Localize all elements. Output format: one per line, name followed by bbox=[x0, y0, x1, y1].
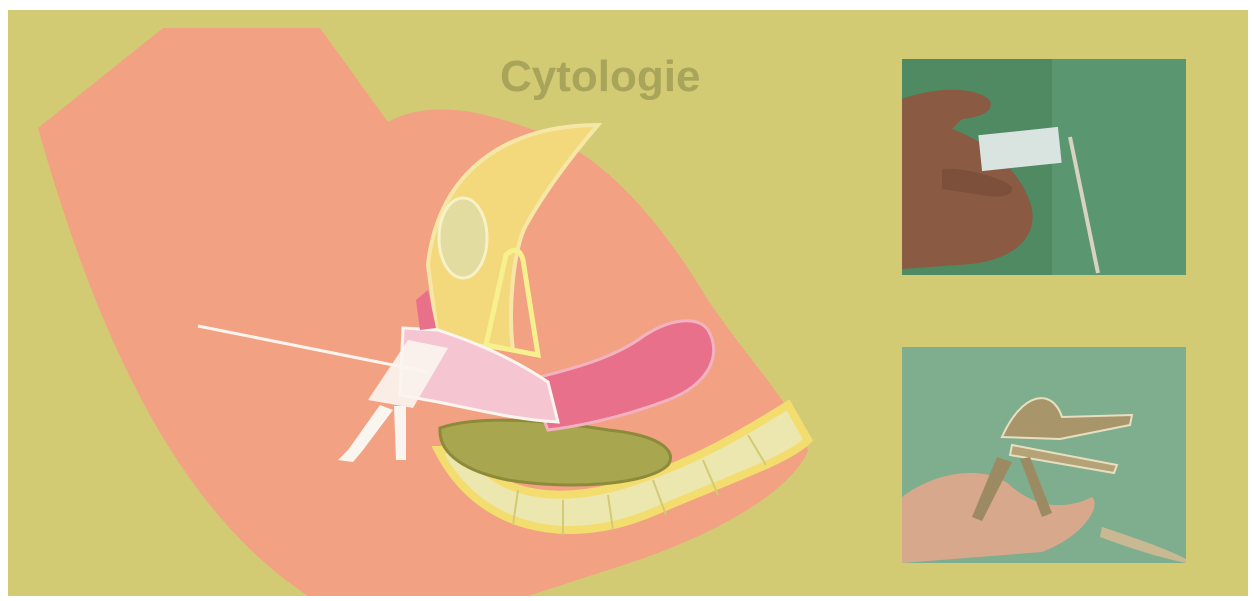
slide: Cytologie bbox=[8, 10, 1248, 596]
photo-hand-spatula bbox=[902, 59, 1186, 275]
speculum-handle bbox=[394, 406, 406, 460]
pubic-bone bbox=[439, 198, 487, 278]
photo-hand-speculum bbox=[902, 347, 1186, 563]
slide-title: Cytologie bbox=[500, 52, 740, 102]
